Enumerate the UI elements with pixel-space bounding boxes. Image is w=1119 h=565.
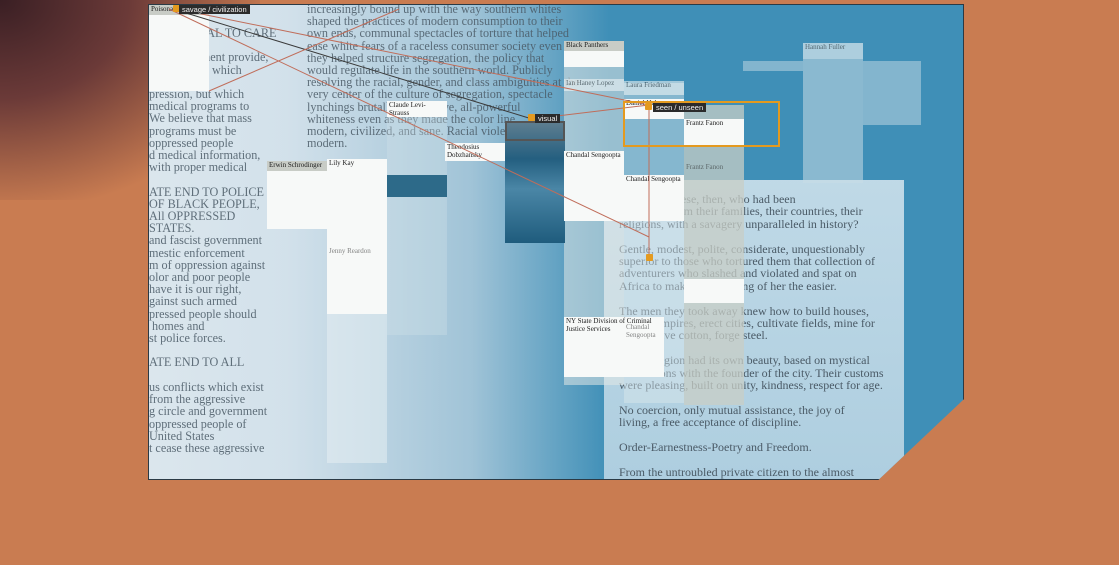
link-savage-to-chandal [168,8,650,238]
node-black-panthers-label: Black Panthers [564,41,624,51]
link-poisonal-top [208,8,400,92]
node-chandal-1-label: Chandal Sengoopta [566,151,621,159]
link-lines [168,8,650,255]
column-hannah [803,43,863,183]
node-frantz-fanon-label: Frantz Fanon [686,119,724,127]
column-right-small [863,61,921,125]
node-theodosius-label: Theodosius Dobzhansky [447,143,482,159]
node-chandal-1[interactable]: Chandal Sengoopta [564,151,624,221]
node-erwin[interactable]: Erwin Schrodinger [267,161,327,229]
node-hannah-fuller-label: Hannah Fuller [805,43,846,51]
tag-visual[interactable]: visual [535,114,561,123]
label-frantz-faint: Frantz Fanon [684,163,744,173]
anchor-savage[interactable] [173,5,180,12]
label-jenny-reardon-text: Jenny Reardon [329,247,371,255]
node-chandal-2[interactable]: Chandal Sengoopta [624,175,684,221]
node-laura-friedman[interactable]: Laura Friedman [624,81,684,95]
column-frantz [684,105,744,405]
document-text-top: increasingly bound up with the way south… [307,4,579,151]
anchor-visual[interactable] [528,114,535,121]
anchor-seen[interactable] [645,103,652,110]
link-savage-to-visual [172,8,533,120]
column-claude [387,105,447,335]
node-claude-label: Claude Levi-Strauss [389,101,426,117]
node-erwin-label: Erwin Schrodinger [267,161,327,171]
node-lily-kay[interactable]: Lily Kay [327,159,387,314]
link-savage-to-seen [176,8,650,106]
node-ny-state[interactable]: NY State Division of Criminal Justice Se… [564,317,664,377]
anchor-lower[interactable] [646,254,653,261]
collage-canvas[interactable]: AND SOCIAL TO CARE PEOPLE. the governmen… [148,4,964,480]
node-frantz-fanon[interactable]: Frantz Fanon [684,119,744,145]
node-black-panthers[interactable]: Black Panthers [564,41,624,67]
label-frantz-faint-text: Frantz Fanon [686,163,724,171]
node-laura-friedman-label: Laura Friedman [626,81,671,89]
strip-dark-1 [387,175,447,197]
node-henry-lopez[interactable]: Ian Haney Lopez [564,79,624,91]
label-chandal-faint-text: Chandal Sengoopta [626,323,656,339]
node-lily-kay-label: Lily Kay [329,159,355,167]
selection-box[interactable] [623,101,780,147]
tag-savage-civilization[interactable]: savage / civilization [179,5,250,14]
label-jenny-reardon: Jenny Reardon [327,247,387,257]
node-daniel-hale-label: Daniel Hale [626,99,660,107]
label-chandal-faint: Chandal Sengoopta [624,323,664,345]
node-chandal-2-label: Chandal Sengoopta [626,175,681,183]
visual-selection-box[interactable] [505,121,565,141]
node-ny-state-label: NY State Division of Criminal Justice Se… [566,317,652,333]
node-claude[interactable]: Claude Levi-Strauss [387,101,447,117]
column-top-strip [743,61,803,71]
node-hannah-fuller[interactable]: Hannah Fuller [803,43,863,59]
tag-seen-unseen[interactable]: seen / unseen [653,103,707,112]
node-frantz-lower[interactable] [684,279,744,303]
node-henry-lopez-label: Ian Haney Lopez [566,79,615,87]
